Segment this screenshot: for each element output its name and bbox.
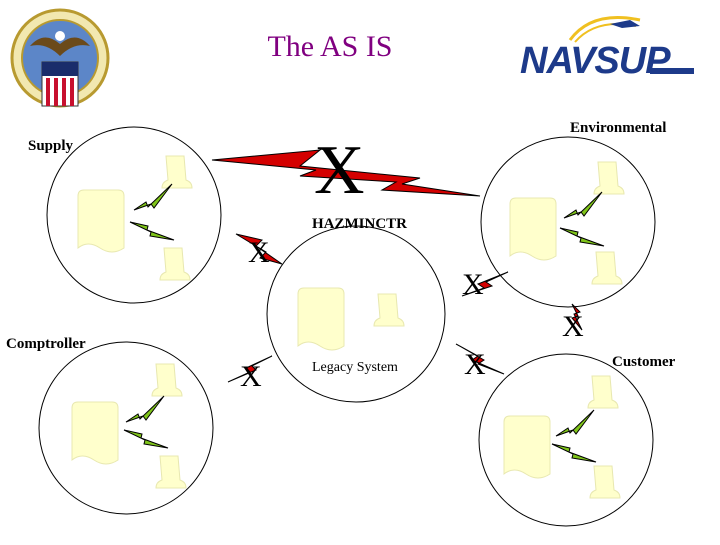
navsup-logo-graphic bbox=[568, 16, 694, 74]
agency-seal-logo bbox=[10, 8, 110, 108]
navsup-logo-text: NAVSUP bbox=[520, 40, 671, 82]
hazminctr-center-circle bbox=[266, 225, 446, 403]
link-environmental-center bbox=[461, 271, 509, 297]
link-comptroller-center bbox=[227, 355, 273, 383]
broken-link-x-environmental: X bbox=[462, 268, 484, 301]
environmental-system-circle bbox=[480, 136, 656, 308]
supply-label: Supply bbox=[28, 138, 74, 154]
hazminctr-label: HAZMINCTR bbox=[312, 216, 408, 232]
broken-link-x-comptroller: X bbox=[240, 360, 262, 393]
broken-link-x-supply: X bbox=[248, 236, 270, 269]
link-customer-center bbox=[455, 343, 505, 375]
link-environmental-customer bbox=[571, 303, 583, 331]
broken-link-x-main: X bbox=[314, 132, 365, 209]
link-supply-center bbox=[235, 233, 283, 265]
page-title: The AS IS bbox=[267, 30, 393, 63]
broken-link-x-customer: X bbox=[464, 348, 486, 381]
supply-system-circle bbox=[46, 126, 222, 304]
link-supply-environmental bbox=[211, 149, 481, 197]
broken-link-x-customer-top: X bbox=[562, 310, 584, 343]
legacy-system-label: Legacy System bbox=[312, 360, 398, 375]
comptroller-label: Comptroller bbox=[6, 336, 86, 352]
comptroller-system-circle bbox=[38, 341, 214, 515]
customer-label: Customer bbox=[612, 354, 676, 370]
environmental-label: Environmental bbox=[570, 120, 667, 136]
